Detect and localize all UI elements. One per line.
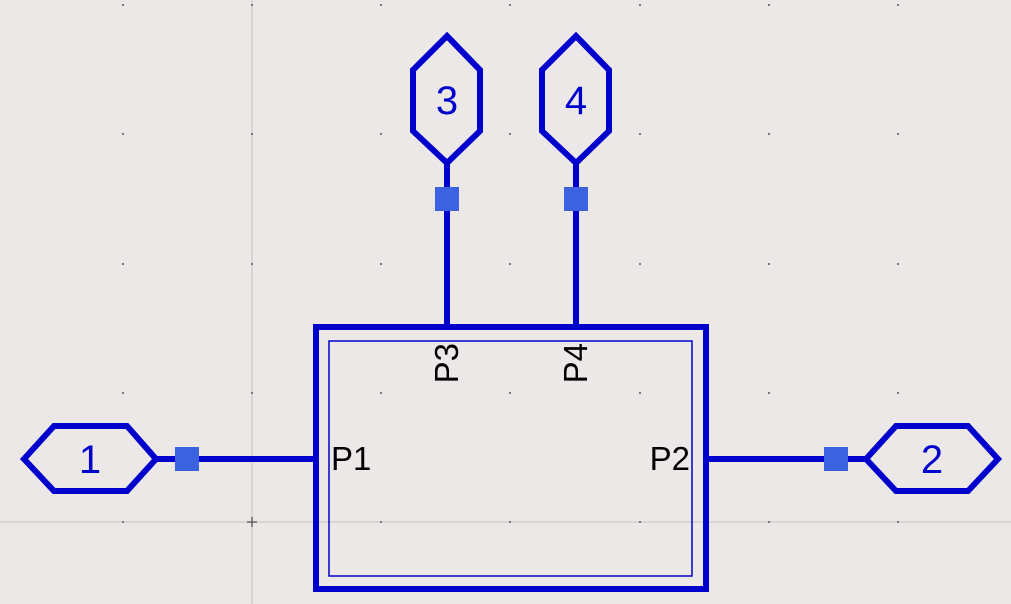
- grid-dot: [897, 263, 899, 265]
- grid-dot: [897, 133, 899, 135]
- port-4-label: 4: [565, 79, 587, 123]
- grid-dot: [509, 392, 511, 394]
- port-1[interactable]: 1: [19, 423, 161, 494]
- node-port1[interactable]: [175, 447, 199, 471]
- grid-dot: [768, 133, 770, 135]
- port-2-label: 2: [921, 438, 943, 482]
- grid-dot: [768, 392, 770, 394]
- grid-dot: [122, 4, 124, 6]
- grid-dot: [509, 263, 511, 265]
- grid-dot: [380, 392, 382, 394]
- grid-dot: [509, 133, 511, 135]
- grid-dot: [897, 392, 899, 394]
- grid-dot: [897, 4, 899, 6]
- pin-label-p2: P2: [650, 440, 690, 477]
- port-3-hexagon-icon: [410, 31, 483, 168]
- port-2-hexagon-icon: [861, 423, 1003, 494]
- grid-dot: [897, 521, 899, 523]
- grid-dot: [509, 4, 511, 6]
- grid-dot: [768, 4, 770, 6]
- grid-dot: [122, 263, 124, 265]
- pin-label-p1: P1: [331, 440, 371, 477]
- port-2[interactable]: 2: [861, 423, 1003, 494]
- grid-dot: [380, 4, 382, 6]
- port-3-label: 3: [436, 79, 458, 123]
- grid-dot: [509, 521, 511, 523]
- grid-dot: [251, 133, 253, 135]
- connection-nodes: [175, 187, 848, 471]
- grid-dot: [122, 133, 124, 135]
- port-1-hexagon-icon: [19, 423, 161, 494]
- grid-dot: [639, 4, 641, 6]
- grid-dot: [251, 392, 253, 394]
- node-port2[interactable]: [824, 447, 848, 471]
- node-port4[interactable]: [564, 187, 588, 211]
- grid-dot: [639, 392, 641, 394]
- grid-dot: [251, 4, 253, 6]
- wires: [156, 163, 866, 462]
- grid-dot: [122, 392, 124, 394]
- grid-dot: [768, 263, 770, 265]
- grid-dot: [380, 133, 382, 135]
- node-port3[interactable]: [435, 187, 459, 211]
- component-outer-frame: [313, 324, 709, 592]
- grid-dot: [251, 521, 253, 523]
- port-4-hexagon-icon: [539, 31, 612, 168]
- component-block[interactable]: P1 P2 P3 P4: [313, 324, 709, 592]
- grid-dot: [380, 263, 382, 265]
- grid-dot: [639, 263, 641, 265]
- component-inner-frame: [328, 340, 693, 577]
- grid-dot: [639, 521, 641, 523]
- grid-dot: [251, 263, 253, 265]
- port-4[interactable]: 4: [539, 31, 612, 168]
- grid-dot: [768, 521, 770, 523]
- grid-dot: [122, 521, 124, 523]
- port-1-label: 1: [79, 438, 101, 482]
- grid-dot: [380, 521, 382, 523]
- grid-dot: [639, 133, 641, 135]
- grid-dots: [122, 4, 899, 523]
- pin-label-p4: P4: [557, 343, 594, 383]
- pin-label-p3: P3: [428, 343, 465, 383]
- port-3[interactable]: 3: [410, 31, 483, 168]
